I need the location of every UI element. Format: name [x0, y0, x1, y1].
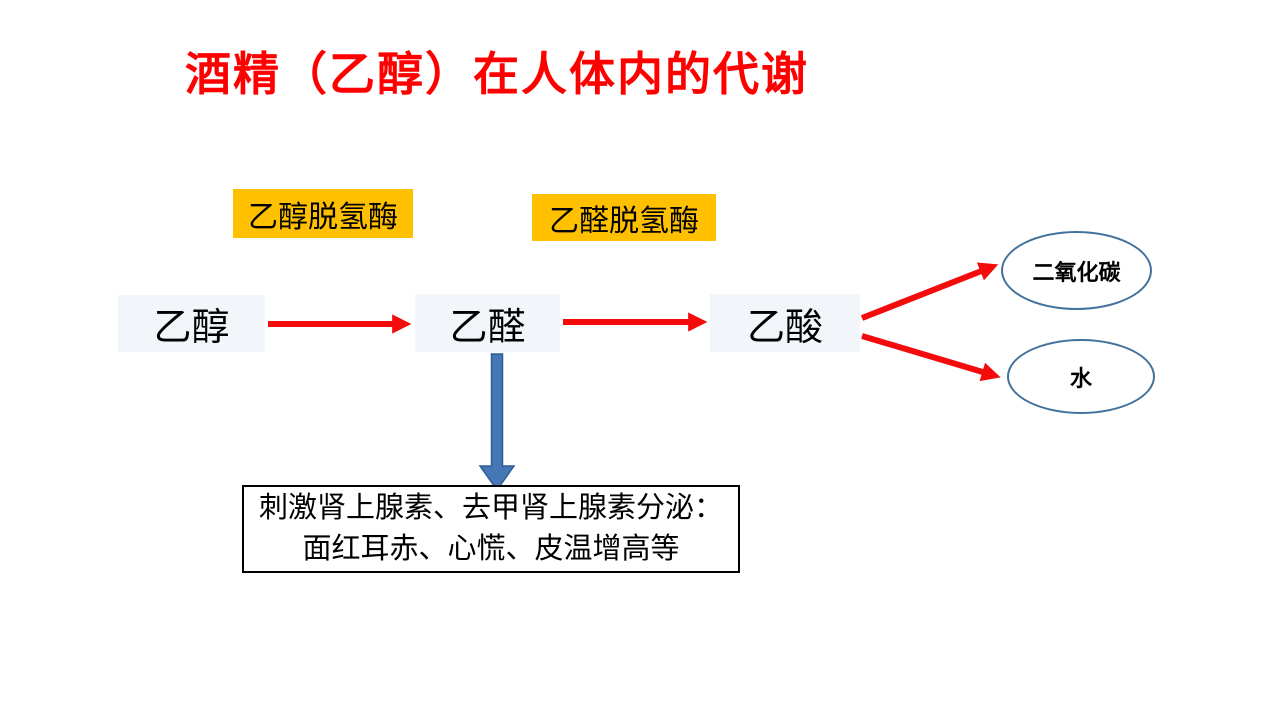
- enzyme-label-aldehyde-dehydrogenase: 乙醛脱氢酶: [532, 194, 716, 241]
- product-ellipse-carbon-dioxide: 二氧化碳: [1001, 231, 1152, 310]
- arrow-acetic-acid-to-carbon-dioxide: [860, 262, 999, 321]
- enzyme-label-alcohol-dehydrogenase: 乙醇脱氢酶: [233, 189, 413, 238]
- node-acetic-acid: 乙酸: [710, 294, 860, 352]
- note-box: 刺激肾上腺素、去甲肾上腺素分泌： 面红耳赤、心慌、皮温增高等: [242, 485, 740, 573]
- node-acetaldehyde: 乙醛: [415, 294, 560, 352]
- arrow-acetic-acid-to-water: [861, 333, 1001, 382]
- blue-arrow-acetaldehyde-to-note: [478, 353, 516, 492]
- note-line-1: 刺激肾上腺素、去甲肾上腺素分泌：: [258, 492, 723, 524]
- product-ellipse-water: 水: [1007, 339, 1155, 414]
- slide-title: 酒精（乙醇）在人体内的代谢: [185, 49, 809, 100]
- note-line-2: 面红耳赤、心慌、皮温增高等: [302, 533, 680, 565]
- node-ethanol: 乙醇: [118, 295, 265, 352]
